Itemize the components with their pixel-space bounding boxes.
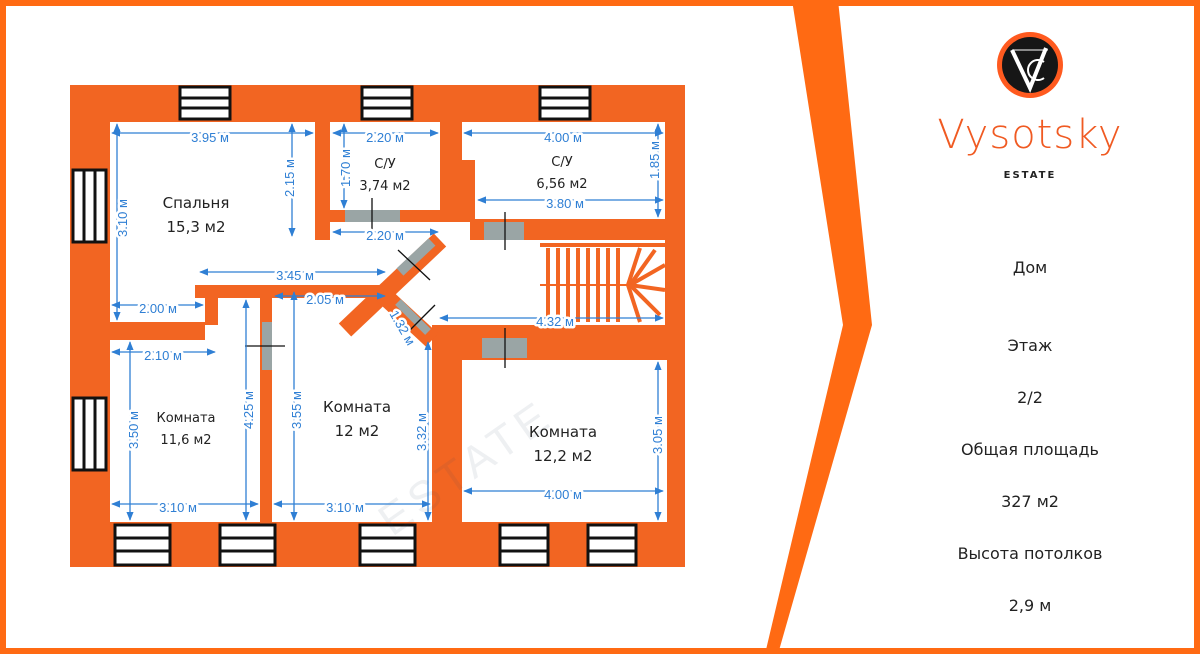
room-area: 15,3 м2 <box>166 218 225 236</box>
dimension-label: 3.55 м <box>289 391 304 429</box>
dimension-label: 2.10 м <box>144 348 182 363</box>
dimension-label: 2.05 м <box>306 292 344 307</box>
dimension-lines <box>111 123 664 521</box>
dimension-label: 3.80 м <box>546 196 584 211</box>
dimension-label: 3.05 м <box>650 416 665 454</box>
dimension-label: 2.00 м <box>139 301 177 316</box>
room-name: С/У <box>374 157 395 172</box>
floor-label: Этаж <box>1007 336 1053 355</box>
room-name: Комната <box>323 398 391 416</box>
dimension-label: 3.10 м <box>159 500 197 515</box>
ceiling-height-value: 2,9 м <box>1008 596 1052 615</box>
ceiling-height-label: Высота потолков <box>957 544 1103 563</box>
room-area: 12 м2 <box>335 422 380 440</box>
room-name: Комната <box>529 423 597 441</box>
dimension-label: 3.95 м <box>191 130 229 145</box>
brand-subtitle: ESTATE <box>1003 170 1057 181</box>
room-area: 11,6 м2 <box>160 433 211 448</box>
dimension-label: 3.10 м <box>326 500 364 515</box>
total-area-value: 327 м2 <box>1001 492 1059 511</box>
windows <box>71 85 638 567</box>
room-area: 12,2 м2 <box>533 447 592 465</box>
dimension-label: 2.15 м <box>282 159 297 197</box>
room-area: 6,56 м2 <box>536 177 587 192</box>
room-name: С/У <box>551 155 572 170</box>
dimension-label: 2.20 м <box>366 228 404 243</box>
chevron-divider <box>765 0 872 654</box>
door-swing-marks <box>245 198 506 368</box>
dimension-label: 1.70 м <box>338 149 353 187</box>
dimension-label: 3.45 м <box>276 268 314 283</box>
dimension-label: 4.00 м <box>544 130 582 145</box>
dimension-label: 1.85 м <box>647 141 662 179</box>
dimension-label: 3.50 м <box>126 411 141 449</box>
dimension-label: 4.25 м <box>241 391 256 429</box>
floor-value: 2/2 <box>1017 388 1043 407</box>
brand-logo-icon <box>997 32 1063 98</box>
property-type: Дом <box>1012 258 1048 277</box>
dimension-label: 2.20 м <box>366 130 404 145</box>
room-name: Спальня <box>163 194 230 212</box>
room-name: Комната <box>157 411 216 426</box>
dimension-label: 4.00 м <box>544 487 582 502</box>
room-area: 3,74 м2 <box>359 179 410 194</box>
total-area-label: Общая площадь <box>961 440 1099 459</box>
dimension-label: 4.32 м <box>536 314 574 329</box>
dimension-label: 3.10 м <box>115 199 130 237</box>
brand-name: Vysotsky <box>937 112 1123 158</box>
dimension-label: 3.32 м <box>414 413 429 451</box>
staircase <box>540 243 666 323</box>
